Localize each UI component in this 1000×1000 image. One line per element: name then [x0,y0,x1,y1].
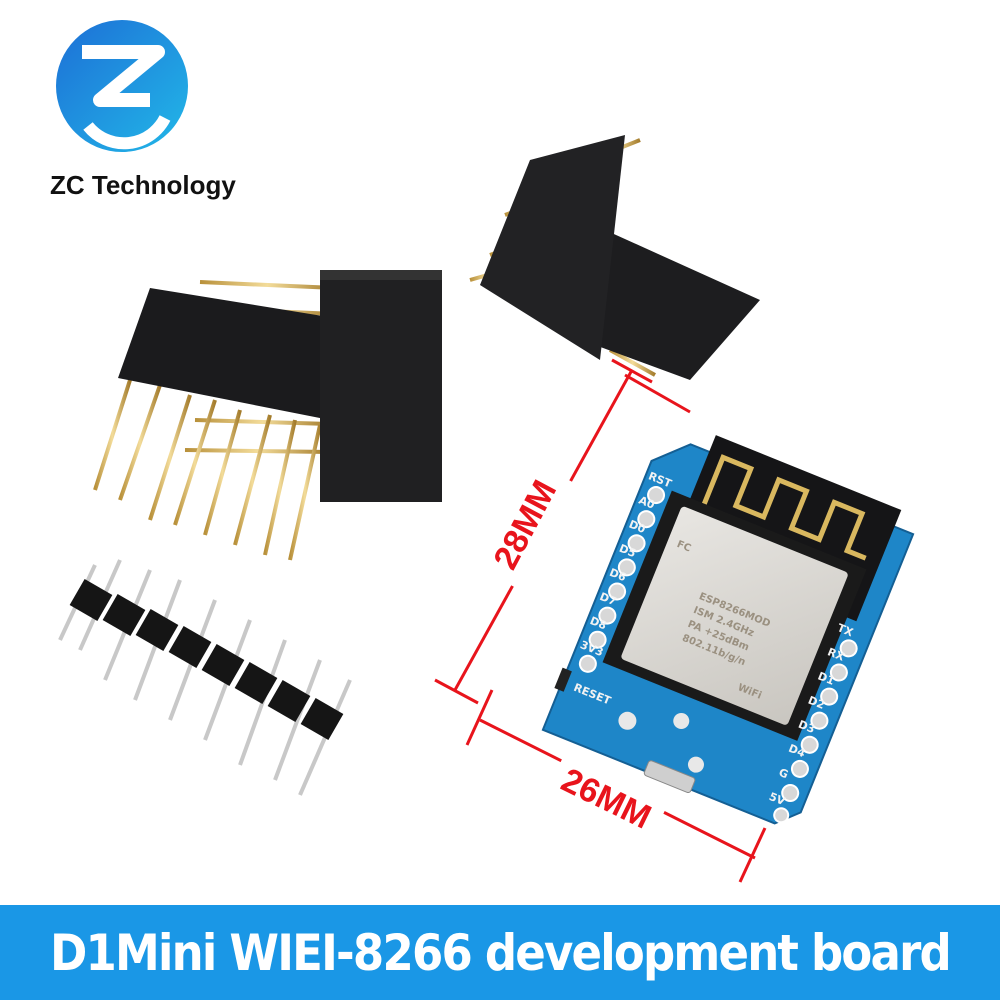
pin-label: D8 [588,614,608,632]
pin-label: D0 [627,518,648,536]
pin-label: D1 [816,669,836,687]
brand-name: ZC Technology [50,170,236,200]
female-header-long [93,270,442,561]
pin-label: 5V [767,790,787,808]
pin-label: A0 [637,494,657,512]
micro-usb-port [643,760,696,794]
male-header [58,559,352,796]
pin-label: D3 [796,718,816,736]
zc-logo-icon [56,20,188,152]
pin-label: RX [826,645,847,664]
title-banner: D1Mini WIEI-8266 development board [0,905,1000,1000]
d1-mini-board: ESP8266MOD FC ISM 2.4GHz PA +25dBm 802.1… [541,435,915,825]
female-header-short [469,135,760,380]
pin-label: D5 [617,542,637,560]
pin-label: D7 [598,590,618,608]
pin-label: G [777,766,790,781]
banner-title: D1Mini WIEI-8266 development board [50,923,952,982]
reset-button [554,667,572,692]
pin-label: D6 [607,566,628,584]
fcc-mark: FC [675,539,692,555]
right-pin-labels: TX RX D1 D2 D3 D4 G 5V [767,621,855,808]
pin-label: D2 [806,694,826,712]
pin-label: TX [835,621,855,639]
pin-label: D4 [787,742,808,760]
esp-module-shield [621,506,848,725]
